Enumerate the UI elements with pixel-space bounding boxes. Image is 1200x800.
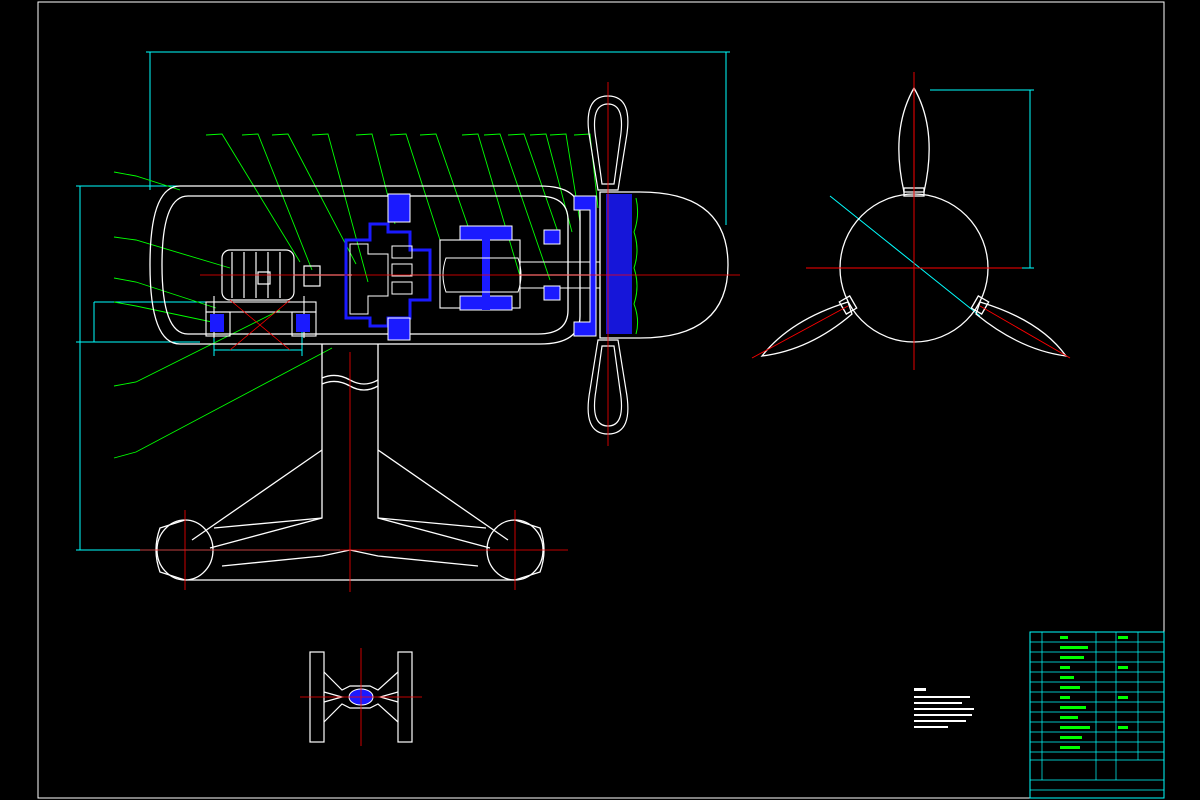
front-view: [751, 72, 1071, 370]
foot-section-left: [210, 314, 224, 332]
technical-notes: [914, 688, 974, 728]
front-centerlines: [751, 72, 1071, 370]
front-dimension-lines: [829, 89, 1034, 317]
section-centerlines: [300, 648, 422, 746]
gearbox: [344, 193, 440, 341]
hub-flange: [573, 195, 597, 337]
leader-lines: [113, 133, 599, 459]
drawing-border: [37, 1, 1165, 799]
title-block-entries: [1060, 636, 1128, 749]
title-block: [1029, 631, 1165, 799]
coupling: [439, 225, 600, 311]
side-view: [76, 51, 740, 592]
nose-cone: [599, 191, 729, 339]
centerlines-side: [140, 82, 740, 592]
title-block-grid: [1030, 632, 1164, 791]
section-view: [300, 648, 422, 746]
foot-section-right: [296, 314, 310, 332]
